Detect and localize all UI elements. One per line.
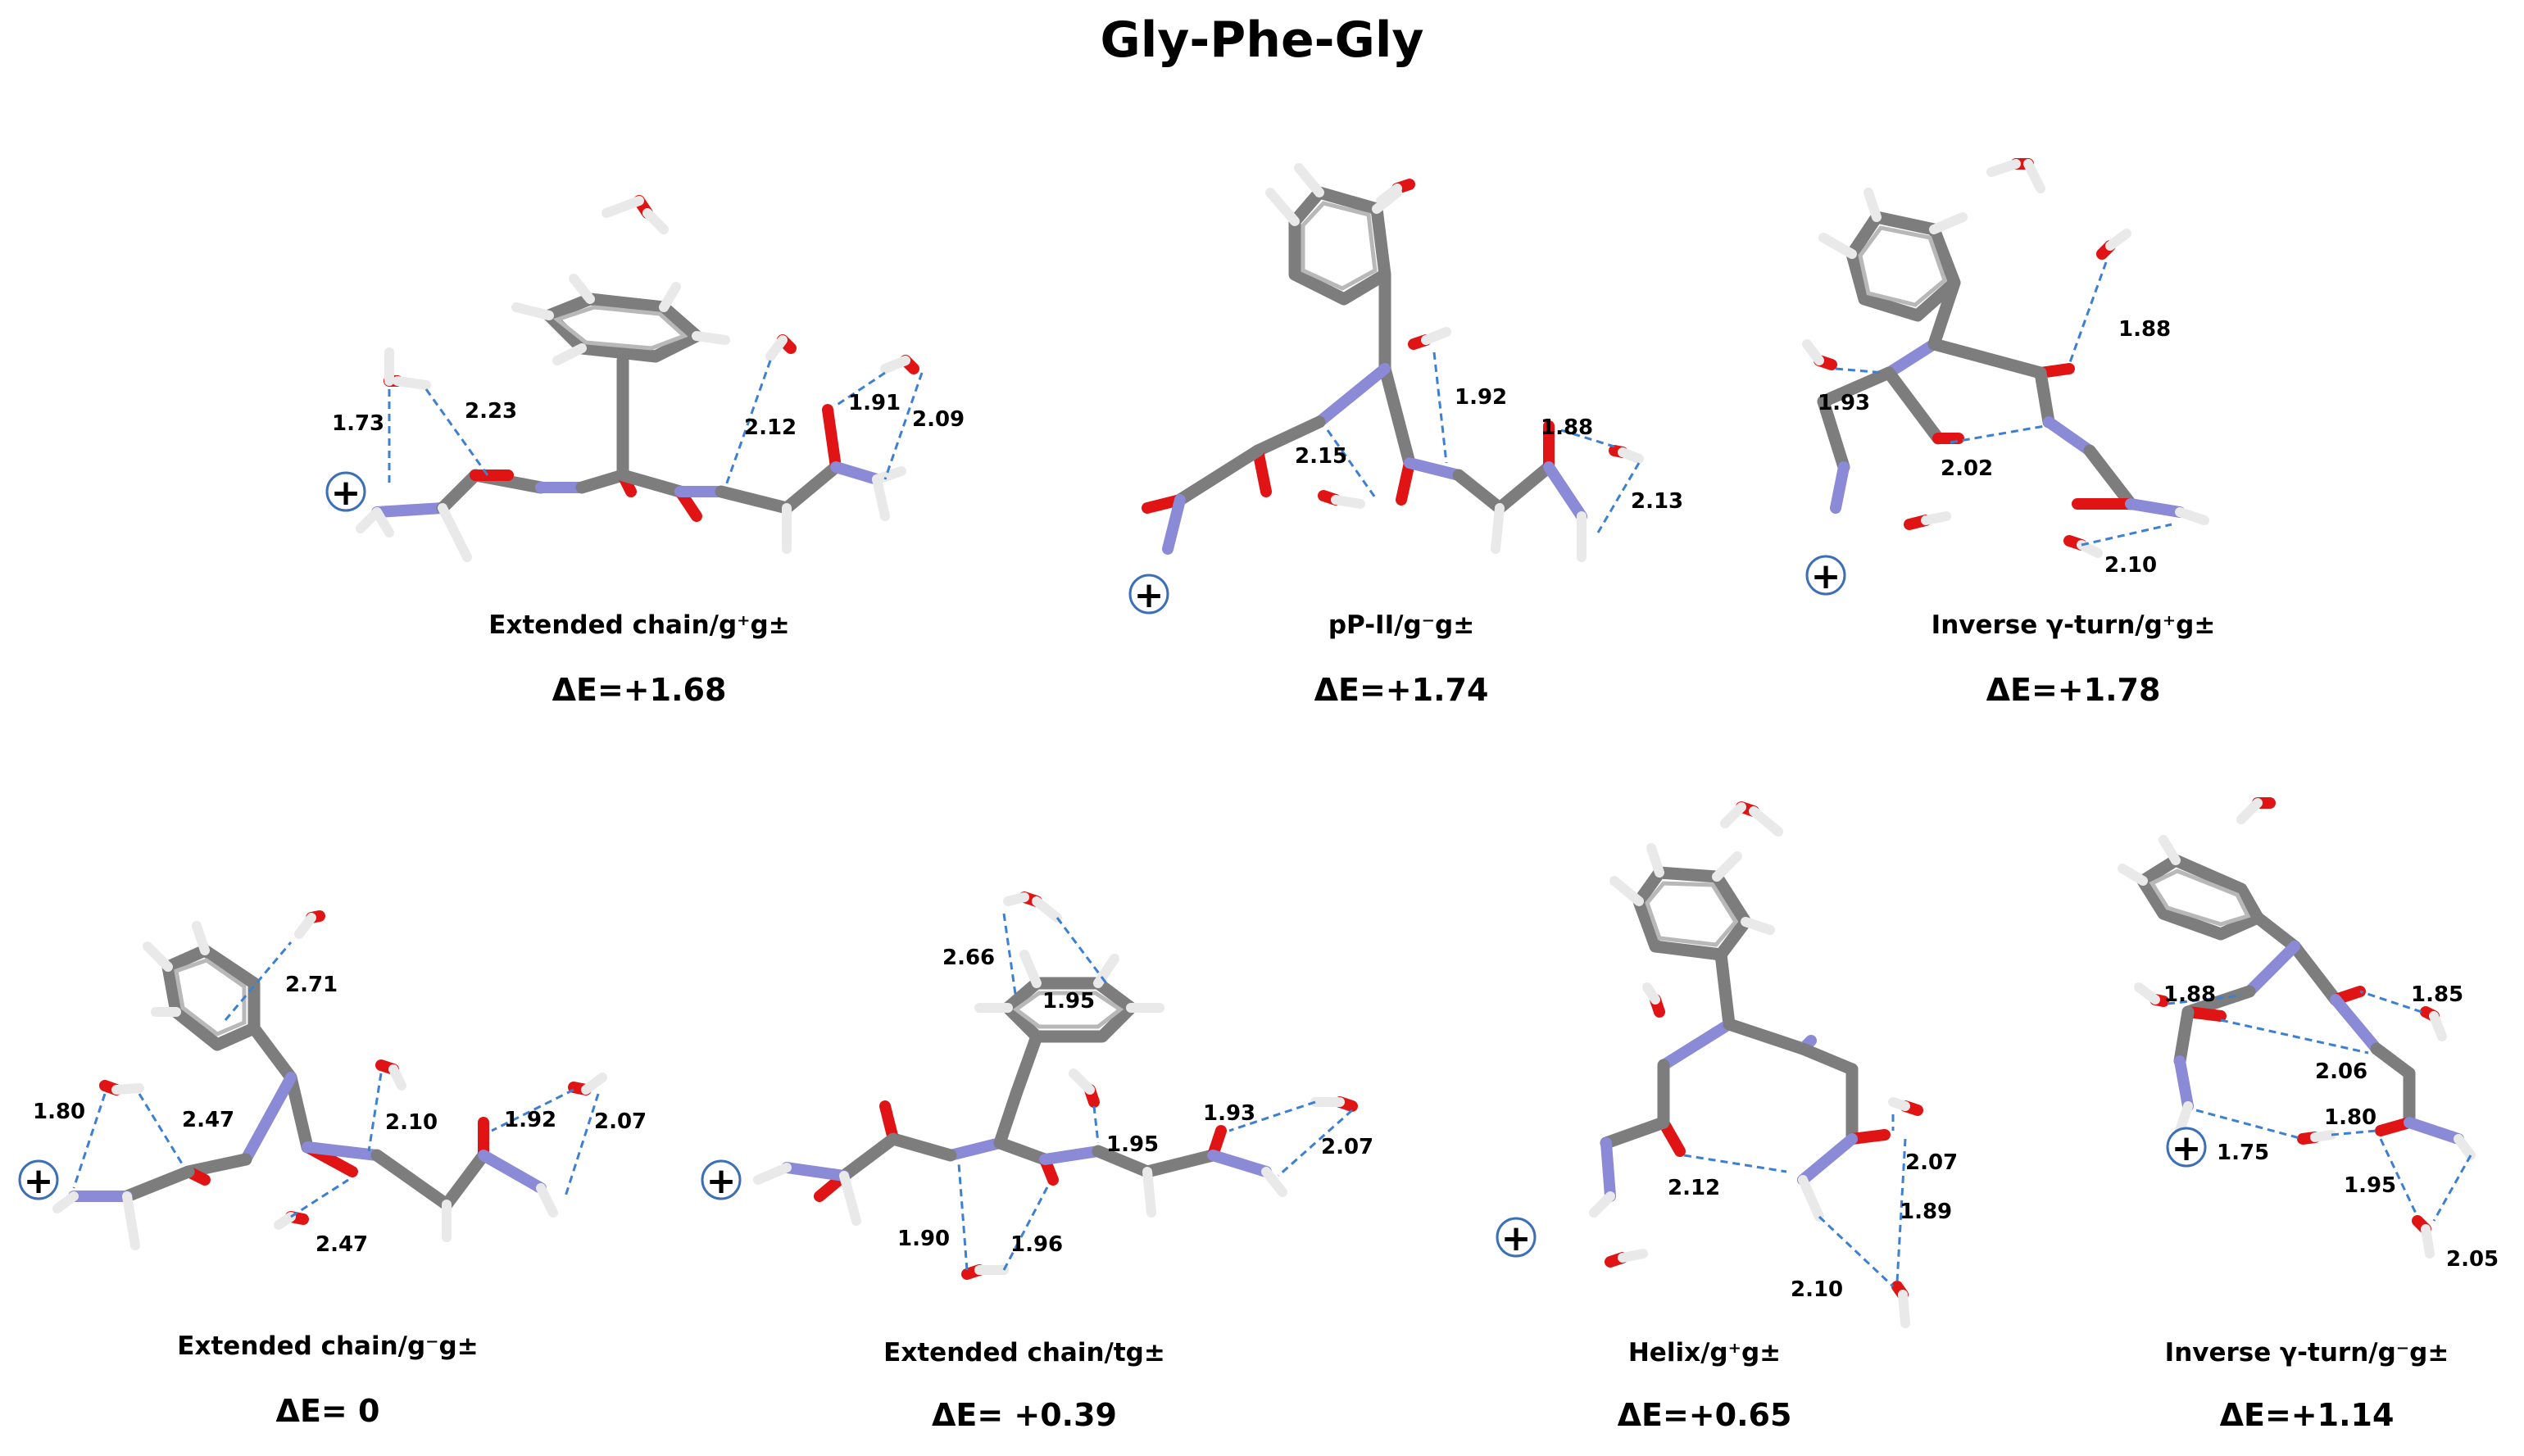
molecule-structure: 1.73 2.23 2.12 1.91 2.09 + — [325, 195, 965, 562]
charge-symbol: + — [1811, 556, 1841, 597]
energy-label: ΔE=+1.78 — [1986, 672, 2161, 708]
distance-label: 2.12 — [1668, 1176, 1720, 1200]
distance-label: 1.93 — [1818, 391, 1870, 415]
distance-label: 2.13 — [1631, 489, 1683, 514]
distance-label: 2.23 — [465, 399, 517, 424]
conformer-caption: Extended chain/g⁻g± — [177, 1331, 479, 1361]
charge-symbol: + — [24, 1160, 54, 1202]
distance-label: 2.02 — [1941, 456, 1993, 481]
charge-symbol: + — [331, 472, 361, 514]
charge-indicator — [2166, 1127, 2207, 1168]
molecule-structure: 2.07 2.12 1.89 2.10 + — [1496, 801, 1958, 1328]
distance-label: 1.90 — [897, 1227, 950, 1251]
conformer-caption: Extended chain/tg± — [883, 1338, 1165, 1368]
panel-inverse-gamma-gplus: 1.88 1.93 2.02 2.10 + Inverse γ-turn/g⁺g… — [1745, 139, 2401, 721]
conformer-caption: Inverse γ-turn/g⁻g± — [2164, 1338, 2449, 1368]
distance-label: 1.95 — [1042, 989, 1095, 1014]
distance-label: 1.89 — [1900, 1200, 1952, 1224]
panel-helix: 2.07 2.12 1.89 2.10 + Helix/g⁺g± ΔE=+0.6… — [1393, 778, 2016, 1450]
charge-indicator — [1805, 555, 1846, 596]
panel-extended-chain-tg: 2.66 1.95 1.93 1.95 2.07 1.90 1.96 + Ext… — [688, 860, 1373, 1450]
distance-label: 1.88 — [2118, 317, 2171, 342]
molecule-structure: 1.92 1.88 2.15 2.13 + — [1128, 163, 1683, 616]
distance-label: 2.10 — [2104, 553, 2157, 578]
charge-indicator — [701, 1159, 742, 1200]
conformer-caption: Extended chain/g⁺g± — [488, 610, 790, 640]
energy-label: ΔE=+1.68 — [552, 672, 727, 708]
figure-title: Gly-Phe-Gly — [1100, 11, 1424, 69]
distance-label: 2.47 — [182, 1108, 234, 1132]
distance-label: 1.92 — [504, 1108, 556, 1132]
molecule-structure: 1.88 1.93 2.02 2.10 + — [1802, 158, 2209, 597]
distance-label: 2.05 — [2446, 1247, 2499, 1272]
energy-label: ΔE= 0 — [275, 1393, 380, 1429]
distance-label: 1.88 — [2163, 982, 2216, 1007]
panel-ppii: 1.92 1.88 2.15 2.13 + pP-II/g⁻g± ΔE=+1.7… — [1074, 147, 1729, 721]
distance-label: 1.80 — [2324, 1105, 2376, 1130]
distance-label: 2.10 — [385, 1110, 438, 1135]
charge-indicator — [1496, 1217, 1537, 1258]
distance-label: 1.73 — [332, 411, 384, 436]
charge-symbol: + — [706, 1160, 737, 1202]
charge-symbol: + — [1134, 574, 1164, 616]
distance-label: 2.71 — [285, 973, 338, 997]
charge-symbol: + — [1501, 1218, 1532, 1259]
distance-label: 1.88 — [1541, 415, 1593, 440]
distance-label: 1.95 — [1106, 1132, 1159, 1157]
charge-symbol: + — [2172, 1127, 2202, 1169]
charge-indicator — [18, 1159, 59, 1200]
distance-label: 2.07 — [1321, 1135, 1373, 1159]
panel-extended-chain-gminus: 2.71 1.80 2.47 2.10 1.92 2.07 2.47 + Ext… — [8, 893, 647, 1450]
energy-label: ΔE=+1.14 — [2219, 1397, 2395, 1433]
distance-label: 2.10 — [1791, 1277, 1843, 1302]
charge-indicator — [325, 471, 366, 512]
distance-label: 2.12 — [744, 415, 797, 440]
distance-label: 1.91 — [848, 391, 901, 415]
distance-label: 2.47 — [316, 1232, 368, 1257]
conformer-caption: Inverse γ-turn/g⁺g± — [1931, 610, 2216, 640]
conformer-caption: pP-II/g⁻g± — [1328, 610, 1475, 640]
distance-label: 1.92 — [1455, 385, 1507, 410]
distance-label: 1.96 — [1010, 1232, 1063, 1257]
energy-label: ΔE= +0.39 — [931, 1397, 1118, 1433]
panel-extended-chain-gplus: 1.73 2.23 2.12 1.91 2.09 + Extended chai… — [311, 164, 967, 721]
energy-label: ΔE=+1.74 — [1314, 672, 1489, 708]
charge-indicator — [1128, 574, 1169, 615]
distance-label: 1.75 — [2217, 1141, 2269, 1165]
panel-inverse-gamma-gminus: 1.88 1.85 2.06 1.80 1.75 1.95 2.05 + Inv… — [2098, 778, 2516, 1450]
distance-label: 1.80 — [33, 1100, 85, 1124]
molecule-structure: 2.71 1.80 2.47 2.10 1.92 2.07 2.47 + — [18, 910, 647, 1257]
distance-label: 2.09 — [912, 407, 965, 432]
distance-label: 2.15 — [1295, 444, 1347, 469]
molecule-structure: 1.88 1.85 2.06 1.80 1.75 1.95 2.05 + — [2118, 797, 2499, 1272]
distance-label: 1.93 — [1203, 1101, 1255, 1126]
conformer-caption: Helix/g⁺g± — [1627, 1338, 1782, 1368]
distance-label: 2.66 — [942, 946, 995, 970]
distance-label: 2.07 — [594, 1109, 647, 1134]
distance-label: 1.85 — [2411, 982, 2463, 1007]
distance-label: 2.06 — [2315, 1059, 2367, 1084]
distance-label: 1.95 — [2344, 1173, 2396, 1198]
molecule-structure: 2.66 1.95 1.93 1.95 2.07 1.90 1.96 + — [701, 891, 1373, 1280]
distance-label: 2.07 — [1905, 1150, 1958, 1175]
energy-label: ΔE=+0.65 — [1617, 1397, 1792, 1433]
